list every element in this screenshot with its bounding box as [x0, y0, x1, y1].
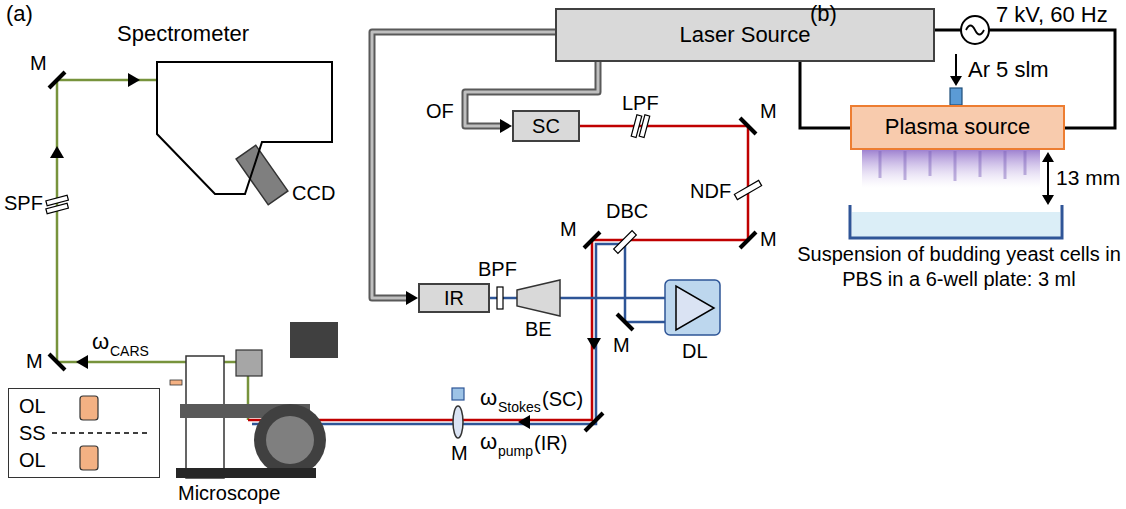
- arrowhead: [500, 119, 512, 133]
- panel-letter: (a): [6, 2, 33, 26]
- liquid: [852, 212, 1060, 237]
- node-label: SC: [532, 115, 560, 137]
- ac-source: [961, 16, 989, 44]
- mirror-label: M: [26, 350, 43, 372]
- lens-mount: [452, 388, 464, 400]
- plasma-glow: [862, 150, 1040, 188]
- sample-description: Suspension of budding yeast cells in PBS…: [796, 242, 1122, 292]
- signal-subscript: pump: [498, 444, 533, 459]
- beam-arrow: [50, 146, 64, 158]
- supercontinuum-box: SC: [512, 110, 580, 142]
- gas-arrow: [955, 54, 957, 78]
- ccd-symbol: [236, 145, 288, 205]
- mirror-label: M: [560, 218, 577, 240]
- optical-fiber: [372, 32, 555, 298]
- panel-letter: (b): [810, 2, 837, 26]
- gas-arrow: [950, 76, 962, 86]
- part-name: BE: [525, 318, 552, 340]
- microscope-illustration: [170, 322, 338, 478]
- inset-box: OL SS OL: [8, 388, 160, 478]
- mirror-label: M: [30, 52, 47, 74]
- signal-source: (SC): [542, 388, 583, 410]
- beam-expander: [517, 280, 560, 316]
- mirror-label: M: [451, 442, 468, 464]
- mirror-label: M: [613, 334, 630, 356]
- part-name: DL: [682, 340, 708, 362]
- mirror-label: M: [760, 100, 777, 122]
- node-label: SS: [19, 422, 46, 444]
- node-label: OL: [19, 449, 46, 471]
- gas-inlet: [950, 88, 962, 105]
- node-label: Plasma source: [885, 115, 1031, 139]
- objective-lens: [80, 396, 98, 420]
- node-label: Spectrometer: [117, 22, 249, 46]
- ir-box: IR: [418, 283, 490, 313]
- stokes-beam: [248, 126, 748, 420]
- mirror-label: M: [760, 228, 777, 250]
- filter-symbol: [734, 180, 761, 199]
- filter-symbol: [497, 287, 503, 309]
- well-plate: [850, 205, 1062, 238]
- dimension-label: 13 mm: [1056, 166, 1120, 189]
- signal-symbol: ω: [480, 430, 497, 454]
- objective-lens: [80, 446, 98, 470]
- voltage-label: 7 kV, 60 Hz: [996, 3, 1108, 27]
- mirror-symbol: [49, 72, 756, 431]
- fiber-connector: [372, 32, 555, 305]
- node-label: IR: [444, 287, 464, 309]
- ac-symbol: [966, 26, 984, 35]
- gas-flow-label: Ar 5 slm: [968, 58, 1049, 82]
- filter-symbol: [639, 115, 650, 138]
- delay-line: [665, 280, 720, 335]
- dichroic-symbol: [614, 231, 637, 254]
- lens-symbol: [453, 406, 463, 438]
- spectrometer-outline: [157, 62, 332, 194]
- node-label: OL: [19, 395, 46, 417]
- pump-beam: [252, 244, 665, 424]
- part-name: OF: [426, 100, 454, 122]
- node-label: Laser Source: [680, 23, 811, 47]
- laser-source-box: Laser Source: [555, 8, 935, 62]
- optical-fiber: [372, 32, 555, 298]
- part-name: CCD: [292, 182, 335, 204]
- beam-arrow: [518, 415, 530, 429]
- part-name: DBC: [606, 200, 648, 222]
- filter-symbol: [46, 203, 69, 214]
- signal-source: (IR): [534, 432, 567, 454]
- plasma-source-box: Plasma source: [850, 105, 1065, 150]
- prism-symbol: [676, 286, 714, 330]
- part-name: SPF: [4, 192, 43, 214]
- signal-symbol: ω: [92, 330, 109, 354]
- arrowhead: [406, 291, 418, 305]
- part-name: Microscope: [178, 482, 280, 504]
- beam-arrow: [587, 338, 601, 350]
- signal-subscript: CARS: [110, 344, 149, 359]
- part-name: LPF: [622, 92, 659, 114]
- plasma-glow: [880, 151, 1025, 181]
- beam-arrow: [76, 355, 88, 369]
- spectrometer-outline: [157, 62, 332, 194]
- part-name: BPF: [478, 258, 517, 280]
- part-name: NDF: [690, 180, 731, 202]
- spectrometer: Spectrometer: [157, 62, 332, 194]
- sample-stage-line: [52, 432, 150, 434]
- signal-symbol: ω: [480, 386, 497, 410]
- beam-arrow: [128, 73, 140, 87]
- signal-subscript: Stokes: [498, 400, 541, 415]
- dimension-arrow: [1047, 160, 1049, 197]
- dimension-arrow: [1042, 152, 1054, 162]
- dimension-arrow: [1042, 195, 1054, 205]
